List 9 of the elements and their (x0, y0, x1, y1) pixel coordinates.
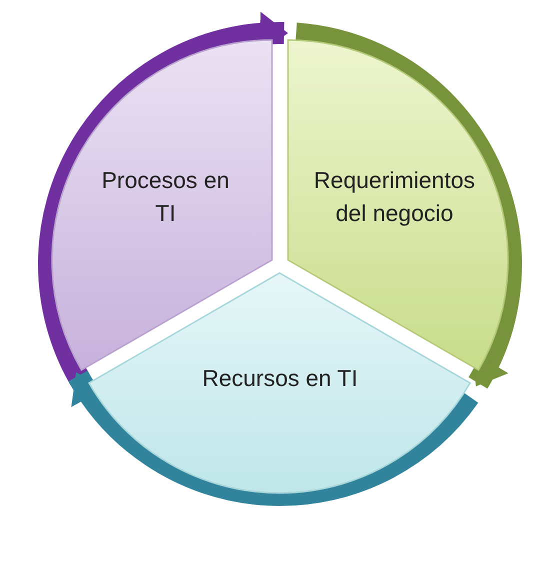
pie-segment (52, 40, 272, 370)
segment-label: Requerimientos del negocio (312, 166, 476, 228)
curved-arrow (294, 22, 522, 388)
segment-label: Recursos en TI (201, 364, 359, 394)
segment-label: Procesos en TI (100, 166, 230, 228)
pie-segment (288, 40, 508, 370)
pie-segment (89, 273, 471, 493)
curved-arrow (38, 13, 288, 384)
curved-arrow (68, 370, 478, 506)
